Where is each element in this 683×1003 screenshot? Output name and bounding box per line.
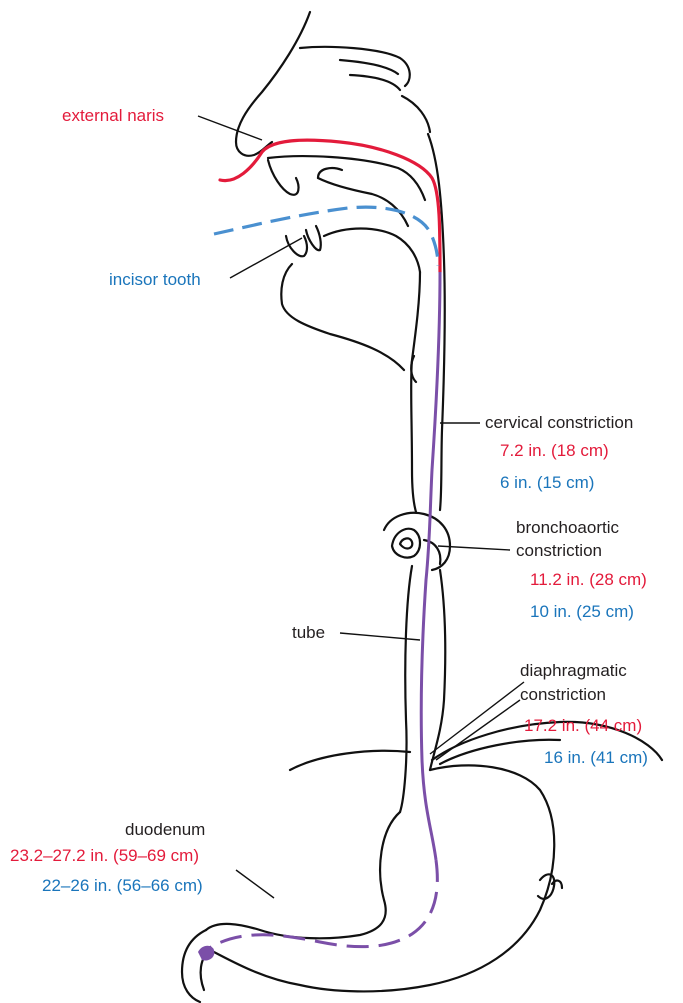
skull-base	[402, 96, 430, 132]
tube-label: tube	[292, 623, 325, 643]
leader-external-naris	[198, 116, 262, 140]
lip-upper	[268, 160, 298, 195]
cervical-oral-distance: 6 in. (15 cm)	[500, 473, 594, 493]
bronchoaortic-label-line1: bronchoaortic	[516, 518, 619, 538]
leader-duodenum	[236, 870, 274, 898]
stomach-inner	[206, 812, 400, 938]
bronchoaortic-oral-distance: 10 in. (25 cm)	[530, 602, 634, 622]
incisor-tooth-label: incisor tooth	[109, 270, 201, 290]
leader-tube	[340, 633, 420, 640]
diaphragm-fold	[440, 740, 560, 764]
upper-nasal-concha	[340, 60, 400, 90]
tube-tip	[198, 946, 214, 961]
bronchoaortic-nasal-distance: 11.2 in. (28 cm)	[530, 570, 647, 590]
leader-incisor-tooth	[230, 238, 302, 278]
bronchus-ring-outer	[392, 529, 420, 558]
tube-line	[421, 272, 440, 860]
stomach-outer	[210, 765, 554, 991]
jaw	[281, 264, 404, 370]
duodenum-label: duodenum	[125, 820, 205, 840]
duodenum-outer	[182, 930, 206, 1002]
diaphragm-left	[290, 751, 410, 770]
palate	[318, 178, 408, 226]
cervical-constriction-label: cervical constriction	[485, 413, 633, 433]
incisor-lower	[306, 226, 321, 250]
external-naris-label: external naris	[62, 106, 164, 126]
diaphragmatic-label-line1: diaphragmatic	[520, 661, 627, 681]
tongue	[324, 229, 420, 273]
bronchus-ring-inner	[400, 538, 412, 548]
nasal-concha-lower	[318, 168, 342, 178]
duodenum-oral-distance: 22–26 in. (56–66 cm)	[42, 876, 203, 896]
incisor-upper	[286, 236, 307, 256]
diaphragmatic-oral-distance: 16 in. (41 cm)	[544, 748, 648, 768]
esophagus-left	[400, 566, 412, 812]
diaphragmatic-label-line2: constriction	[520, 685, 606, 705]
forehead-contour	[300, 47, 410, 86]
nasal-route-line	[220, 140, 440, 272]
duodenum-nasal-distance: 23.2–27.2 in. (59–69 cm)	[10, 846, 199, 866]
cervical-nasal-distance: 7.2 in. (18 cm)	[500, 441, 609, 461]
esophagus-right	[430, 570, 445, 770]
diaphragmatic-nasal-distance: 17.2 in. (44 cm)	[524, 716, 642, 736]
bronchoaortic-label-line2: constriction	[516, 541, 602, 561]
pharynx-anterior	[411, 272, 420, 512]
oral-route-line	[214, 207, 438, 266]
